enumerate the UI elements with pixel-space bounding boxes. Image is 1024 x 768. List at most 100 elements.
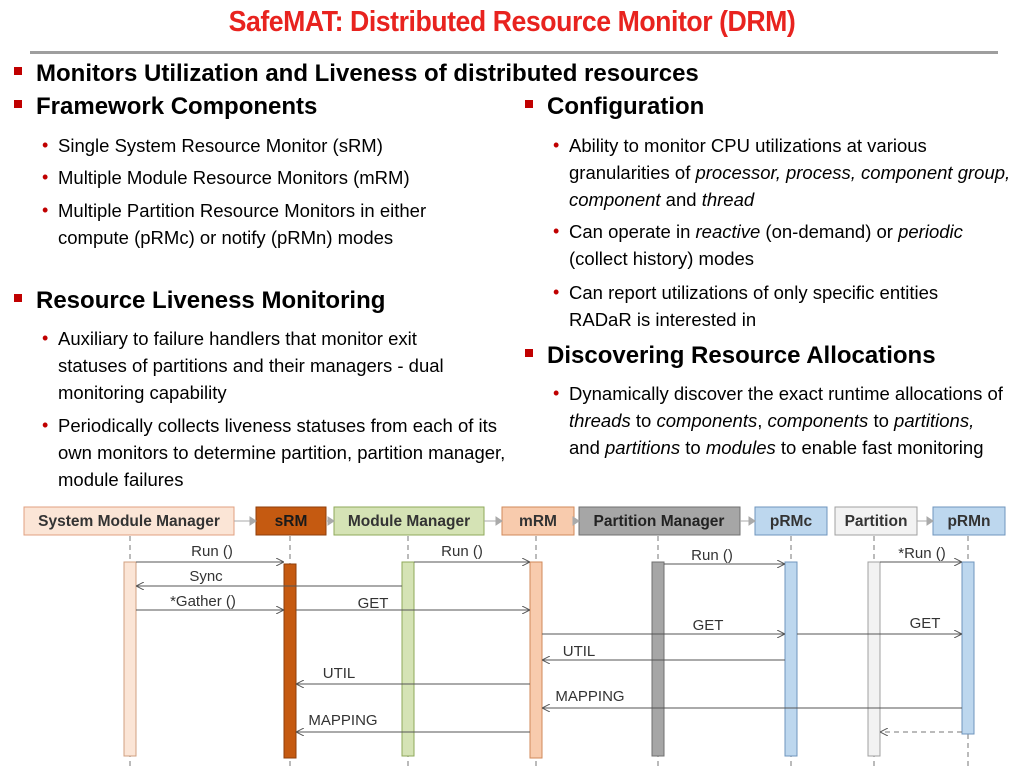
connector-arrow-head [926,516,934,526]
item-auxiliary-text: Auxiliary to failure handlers that monit… [58,328,444,403]
item-dynamically-text-4: to [868,410,895,431]
connector-arrow-head [495,516,503,526]
actor-label: System Module Manager [38,513,220,530]
item-periodically: • Periodically collects liveness statuses… [42,412,508,493]
connector-arrow-head [249,516,257,526]
item-report-text: Can report utilizations of only specific… [569,282,939,330]
actor-label: Partition [845,513,908,530]
bullet-dot-icon: • [42,167,49,187]
lifelines [129,536,969,768]
actor-mrm: mRM [501,506,575,536]
item-mrm: • Multiple Module Resource Monitors (mRM) [42,164,498,191]
activation-partition-manager [651,561,665,757]
item-operate-italic-2: periodic [898,221,963,242]
item-ability: • Ability to monitor CPU utilizations at … [553,132,1019,213]
label-sync: Sync [189,568,223,585]
item-mrm-text: Multiple Module Resource Monitors (mRM) [58,167,410,188]
item-srm: • Single System Resource Monitor (sRM) [42,132,498,159]
item-dynamically-text: Dynamically discover the exact runtime a… [569,383,1003,404]
bullet-square-icon [525,99,533,108]
heading-liveness: Resource Liveness Monitoring [14,287,385,315]
bullet-square-icon [14,293,22,302]
item-dynamically-italic: threads [569,410,631,431]
item-dynamically-text-6: to [680,437,706,458]
bullet-dot-icon: • [42,415,49,435]
bullet-monitors-text: Monitors Utilization and Liveness of dis… [36,60,699,87]
label-mapping-1: MAPPING [555,688,624,705]
item-ability-italic: processor, process, component group, com… [569,162,1011,210]
label-get-3: GET [910,615,941,632]
bullet-dot-icon: • [553,221,560,241]
activation-module-manager [401,561,415,757]
actor-label: sRM [275,513,308,530]
actor-srm: sRM [255,506,327,536]
bullet-square-icon [14,99,22,108]
activation-prmc [784,561,798,757]
bullet-dot-icon: • [42,328,49,348]
title-divider [30,51,998,54]
item-operate-text: Can operate in [569,221,696,242]
message-labels: Run () Run () Run () *Run () Sync *Gathe… [170,543,946,729]
activation-srm [283,563,297,759]
heading-discovering-text: Discovering Resource Allocations [547,342,936,369]
item-operate: •Can operate in reactive (on-demand) or … [553,218,989,272]
item-operate-text-3: (collect history) modes [569,248,755,269]
heading-framework-text: Framework Components [36,93,318,120]
label-util-1: UTIL [563,643,596,660]
item-periodically-text: Periodically collects liveness statuses … [58,415,506,490]
connector-arrow-head [748,516,756,526]
activation-mrm [529,561,543,759]
bullet-dot-icon: • [553,383,560,403]
actor-label: Partition Manager [594,513,725,530]
item-ability-text: Ability to monitor CPU utilizations at v… [569,135,927,183]
bullet-dot-icon: • [42,135,49,155]
actor-module-manager: Module Manager [333,506,485,536]
item-dynamically-italic-6: modules [705,437,776,458]
item-prm: •Multiple Partition Resource Monitors in… [42,197,478,251]
item-dynamically-italic-4: partitions, [894,410,975,431]
item-ability-italic-2: thread [701,189,755,210]
activation-system-module-manager [123,561,137,757]
actor-partition-manager: Partition Manager [578,506,741,536]
actor-label: pRMn [947,513,990,530]
label-get-2: GET [693,617,724,634]
item-dynamically-text-3: , [757,410,768,431]
label-run-1: Run () [191,543,233,560]
item-srm-text: Single System Resource Monitor (sRM) [58,135,383,156]
heading-configuration: Configuration [525,93,704,121]
actor-label: Module Manager [348,513,470,530]
connector-arrow-head [572,516,580,526]
activation-partition [867,561,881,757]
header-connectors [234,516,934,526]
bullet-dot-icon: • [553,282,560,302]
label-mapping-2: MAPPING [308,712,377,729]
actor-label: pRMc [770,513,813,530]
heading-discovering: Discovering Resource Allocations [525,342,936,370]
heading-configuration-text: Configuration [547,93,705,120]
item-report: • Can report utilizations of only specifi… [553,279,969,333]
item-operate-text-2: (on-demand) or [760,221,899,242]
item-dynamically-italic-3: components [767,410,869,431]
item-ability-text-2: and [660,189,702,210]
item-dynamically: • Dynamically discover the exact runtime … [553,380,1009,461]
item-dynamically-text-5: and [569,437,606,458]
bullet-dot-icon: • [553,135,560,155]
connector-arrow-head [327,516,335,526]
bullet-monitors: Monitors Utilization and Liveness of dis… [14,60,699,88]
bullet-square-icon [14,66,22,75]
item-operate-italic: reactive [695,221,761,242]
label-get-1: GET [358,595,389,612]
label-gather: *Gather () [170,593,236,610]
activation-prmn [961,561,975,735]
sequence-diagram: System Module Manager sRM Module Manager… [23,506,1006,768]
item-dynamically-italic-2: components [656,410,758,431]
label-run-3: Run () [691,547,733,564]
bullet-square-icon [525,348,533,357]
item-dynamically-text-2: to [630,410,657,431]
item-auxiliary: • Auxiliary to failure handlers that moni… [42,325,483,406]
actor-system-module-manager: System Module Manager [23,506,235,536]
actor-prmn: pRMn [932,506,1006,536]
label-run-2: Run () [441,543,483,560]
page-title: SafeMAT: Distributed Resource Monitor (D… [228,6,796,38]
actor-partition: Partition [834,506,918,536]
